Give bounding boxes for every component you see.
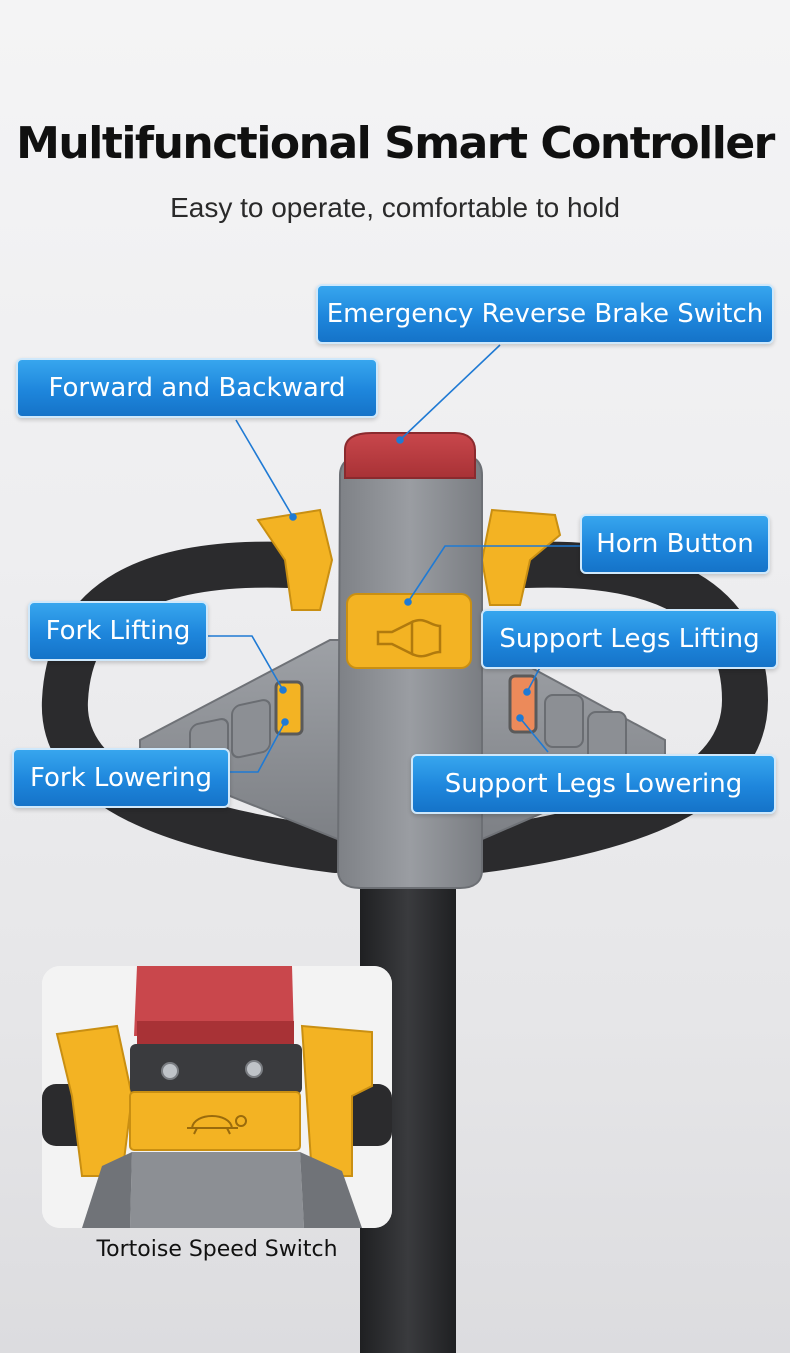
support-leg-switch xyxy=(508,674,538,734)
callout-emergency-reverse-brake: Emergency Reverse Brake Switch xyxy=(316,284,774,344)
callout-fork-lifting: Fork Lifting xyxy=(28,601,208,661)
left-handle xyxy=(41,541,358,873)
center-housing xyxy=(336,454,483,889)
tortoise-icon xyxy=(187,1115,247,1135)
closeup-caption: Tortoise Speed Switch xyxy=(96,1237,338,1262)
page-subtitle: Easy to operate, comfortable to hold xyxy=(170,192,620,223)
page-title: Multifunctional Smart Controller xyxy=(16,118,775,169)
right-travel-lever xyxy=(480,508,562,606)
left-travel-lever xyxy=(256,508,334,611)
right-blank-button-1 xyxy=(544,694,584,748)
callout-fork-lowering: Fork Lowering xyxy=(12,748,230,808)
tortoise-switch-closeup xyxy=(42,966,392,1228)
horn-icon xyxy=(376,618,442,658)
leader-lines xyxy=(208,344,582,773)
emergency-brake-button xyxy=(344,432,476,479)
callout-support-legs-lifting: Support Legs Lifting xyxy=(481,609,778,669)
callout-horn-button: Horn Button xyxy=(580,514,770,574)
callout-forward-backward: Forward and Backward xyxy=(16,358,378,418)
left-blank-button-2 xyxy=(231,699,271,759)
callout-support-legs-lowering: Support Legs Lowering xyxy=(411,754,776,814)
right-handle xyxy=(457,541,769,873)
